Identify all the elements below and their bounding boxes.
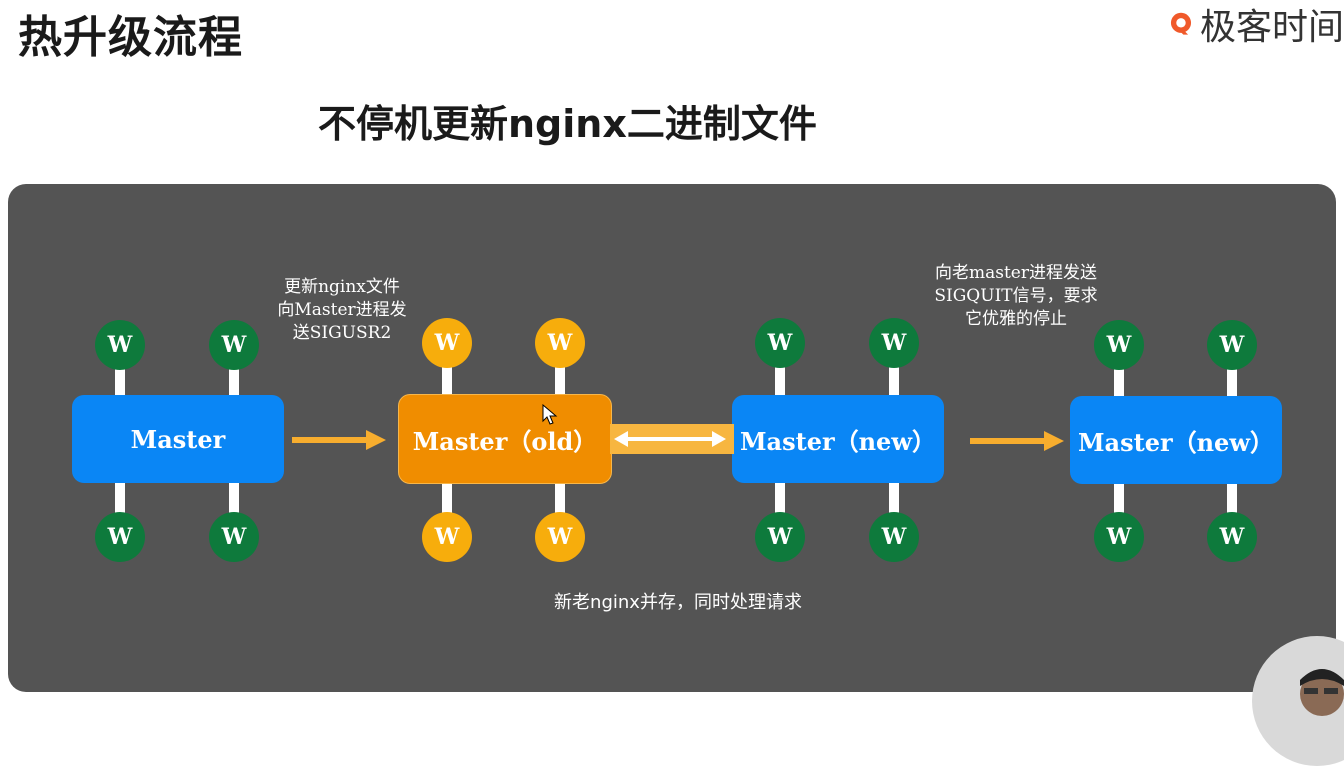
master-node: Master: [72, 395, 284, 483]
double-arrow-icon: [614, 431, 726, 447]
connector: [1227, 360, 1237, 400]
note-coexist: 新老nginx并存，同时处理请求: [554, 592, 802, 613]
right-arrow-icon: [970, 431, 1064, 451]
worker-node: W: [1094, 512, 1144, 562]
note-line: 送SIGUSR2: [292, 323, 392, 343]
note-step1: 更新nginx文件 向Master进程发 送SIGUSR2: [262, 276, 422, 345]
worker-node: W: [1094, 320, 1144, 370]
brand-logo-icon: [1170, 12, 1192, 35]
worker-node: W: [1207, 320, 1257, 370]
worker-node: W: [422, 512, 472, 562]
page-title: 热升级流程: [18, 12, 243, 63]
connector: [115, 478, 125, 518]
note-line: SIGQUIT信号，要求: [934, 286, 1098, 306]
worker-node: W: [869, 318, 919, 368]
worker-node: W: [422, 318, 472, 368]
worker-node: W: [869, 512, 919, 562]
connector: [442, 360, 452, 400]
right-arrow-icon: [292, 430, 386, 450]
connector: [1114, 478, 1124, 518]
mouse-cursor-icon: [542, 404, 558, 425]
note-line: 向Master进程发: [277, 300, 407, 320]
worker-node: W: [95, 512, 145, 562]
worker-node: W: [209, 512, 259, 562]
connector: [889, 478, 899, 518]
master-old-node: Master（old）: [398, 394, 612, 484]
connector: [1227, 478, 1237, 518]
connector: [1114, 360, 1124, 400]
worker-node: W: [755, 512, 805, 562]
connector: [229, 478, 239, 518]
connector: [775, 478, 785, 518]
brand-name: 极客时间: [1199, 7, 1344, 48]
connector: [229, 360, 239, 400]
diagram-subtitle: 不停机更新nginx二进制文件: [318, 102, 817, 146]
note-line: 更新nginx文件: [284, 277, 400, 297]
connector: [115, 360, 125, 400]
connector: [555, 478, 565, 518]
worker-node: W: [1207, 512, 1257, 562]
master-new-node: Master（new）: [1070, 396, 1282, 484]
connector: [775, 360, 785, 400]
worker-node: W: [755, 318, 805, 368]
brand: 极客时间: [1168, 0, 1344, 48]
note-step3: 向老master进程发送 SIGQUIT信号，要求 它优雅的停止: [910, 262, 1122, 331]
connector: [442, 478, 452, 518]
connector: [889, 360, 899, 400]
worker-node: W: [535, 512, 585, 562]
master-new-node: Master（new）: [732, 395, 944, 483]
connector: [555, 360, 565, 400]
note-line: 它优雅的停止: [965, 309, 1067, 329]
worker-node: W: [209, 320, 259, 370]
worker-node: W: [535, 318, 585, 368]
note-line: 向老master进程发送: [935, 263, 1097, 283]
worker-node: W: [95, 320, 145, 370]
